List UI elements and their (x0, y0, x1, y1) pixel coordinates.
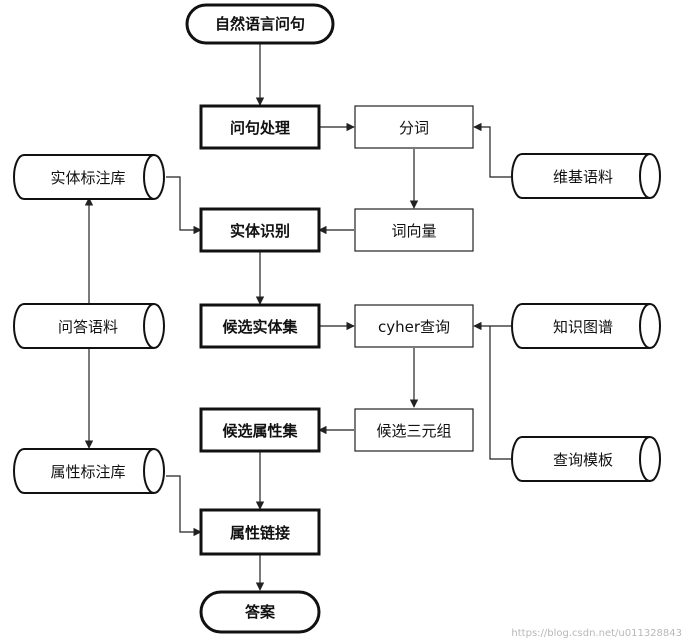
start-label: 自然语言问句 (215, 15, 305, 33)
candidate-attribute-set-box: 候选属性集 (199, 407, 321, 453)
question-processing-label: 问句处理 (230, 119, 290, 137)
query-template-cylinder: 查询模板 (511, 436, 661, 482)
attribute-label-db-cylinder: 属性标注库 (13, 448, 165, 494)
query-template-label: 查询模板 (553, 451, 613, 469)
question-processing-box: 问句处理 (199, 104, 321, 150)
candidate-entity-set-label: 候选实体集 (222, 318, 298, 336)
candidate-triples-label: 候选三元组 (376, 422, 451, 440)
entity-recognition-label: 实体识别 (230, 222, 290, 240)
word-vectors-box: 词向量 (354, 208, 474, 252)
entity-label-db-cylinder: 实体标注库 (13, 154, 165, 200)
answer-node: 答案 (199, 590, 321, 634)
segmentation-label: 分词 (399, 119, 429, 137)
candidate-attribute-set-label: 候选属性集 (222, 422, 298, 440)
start-node: 自然语言问句 (185, 3, 335, 45)
edge-wiki-corpus-to-segmentation (473, 122, 512, 178)
knowledge-graph-label: 知识图谱 (553, 318, 613, 336)
cypher-query-box: cyher查询 (354, 304, 474, 348)
entity-recognition-box: 实体识别 (199, 207, 321, 253)
attribute-linking-label: 属性链接 (230, 524, 290, 542)
segmentation-box: 分词 (354, 105, 474, 149)
qa-corpus-label: 问答语料 (58, 318, 118, 336)
answer-label: 答案 (245, 603, 276, 621)
edges (84, 43, 512, 591)
wiki-corpus-label: 维基语料 (553, 168, 613, 186)
entity-label-db-label: 实体标注库 (50, 169, 125, 187)
candidate-triples-box: 候选三元组 (354, 408, 474, 452)
knowledge-graph-cylinder: 知识图谱 (511, 303, 661, 349)
edge-query-template-to-cypher-query (489, 326, 512, 460)
cypher-query-label: cyher查询 (378, 318, 450, 336)
qa-corpus-cylinder: 问答语料 (13, 303, 165, 349)
word-vectors-label: 词向量 (391, 222, 436, 240)
candidate-entity-set-box: 候选实体集 (199, 303, 321, 349)
edge-entity-label-db-to-entity-recognition (166, 176, 202, 235)
attribute-linking-box: 属性链接 (199, 508, 321, 556)
edge-attribute-label-db-to-attribute-linking (166, 475, 202, 537)
attribute-label-db-label: 属性标注库 (50, 463, 125, 481)
wiki-corpus-cylinder: 维基语料 (511, 153, 661, 199)
watermark-text: https://blog.csdn.net/u011328843 (511, 628, 682, 639)
